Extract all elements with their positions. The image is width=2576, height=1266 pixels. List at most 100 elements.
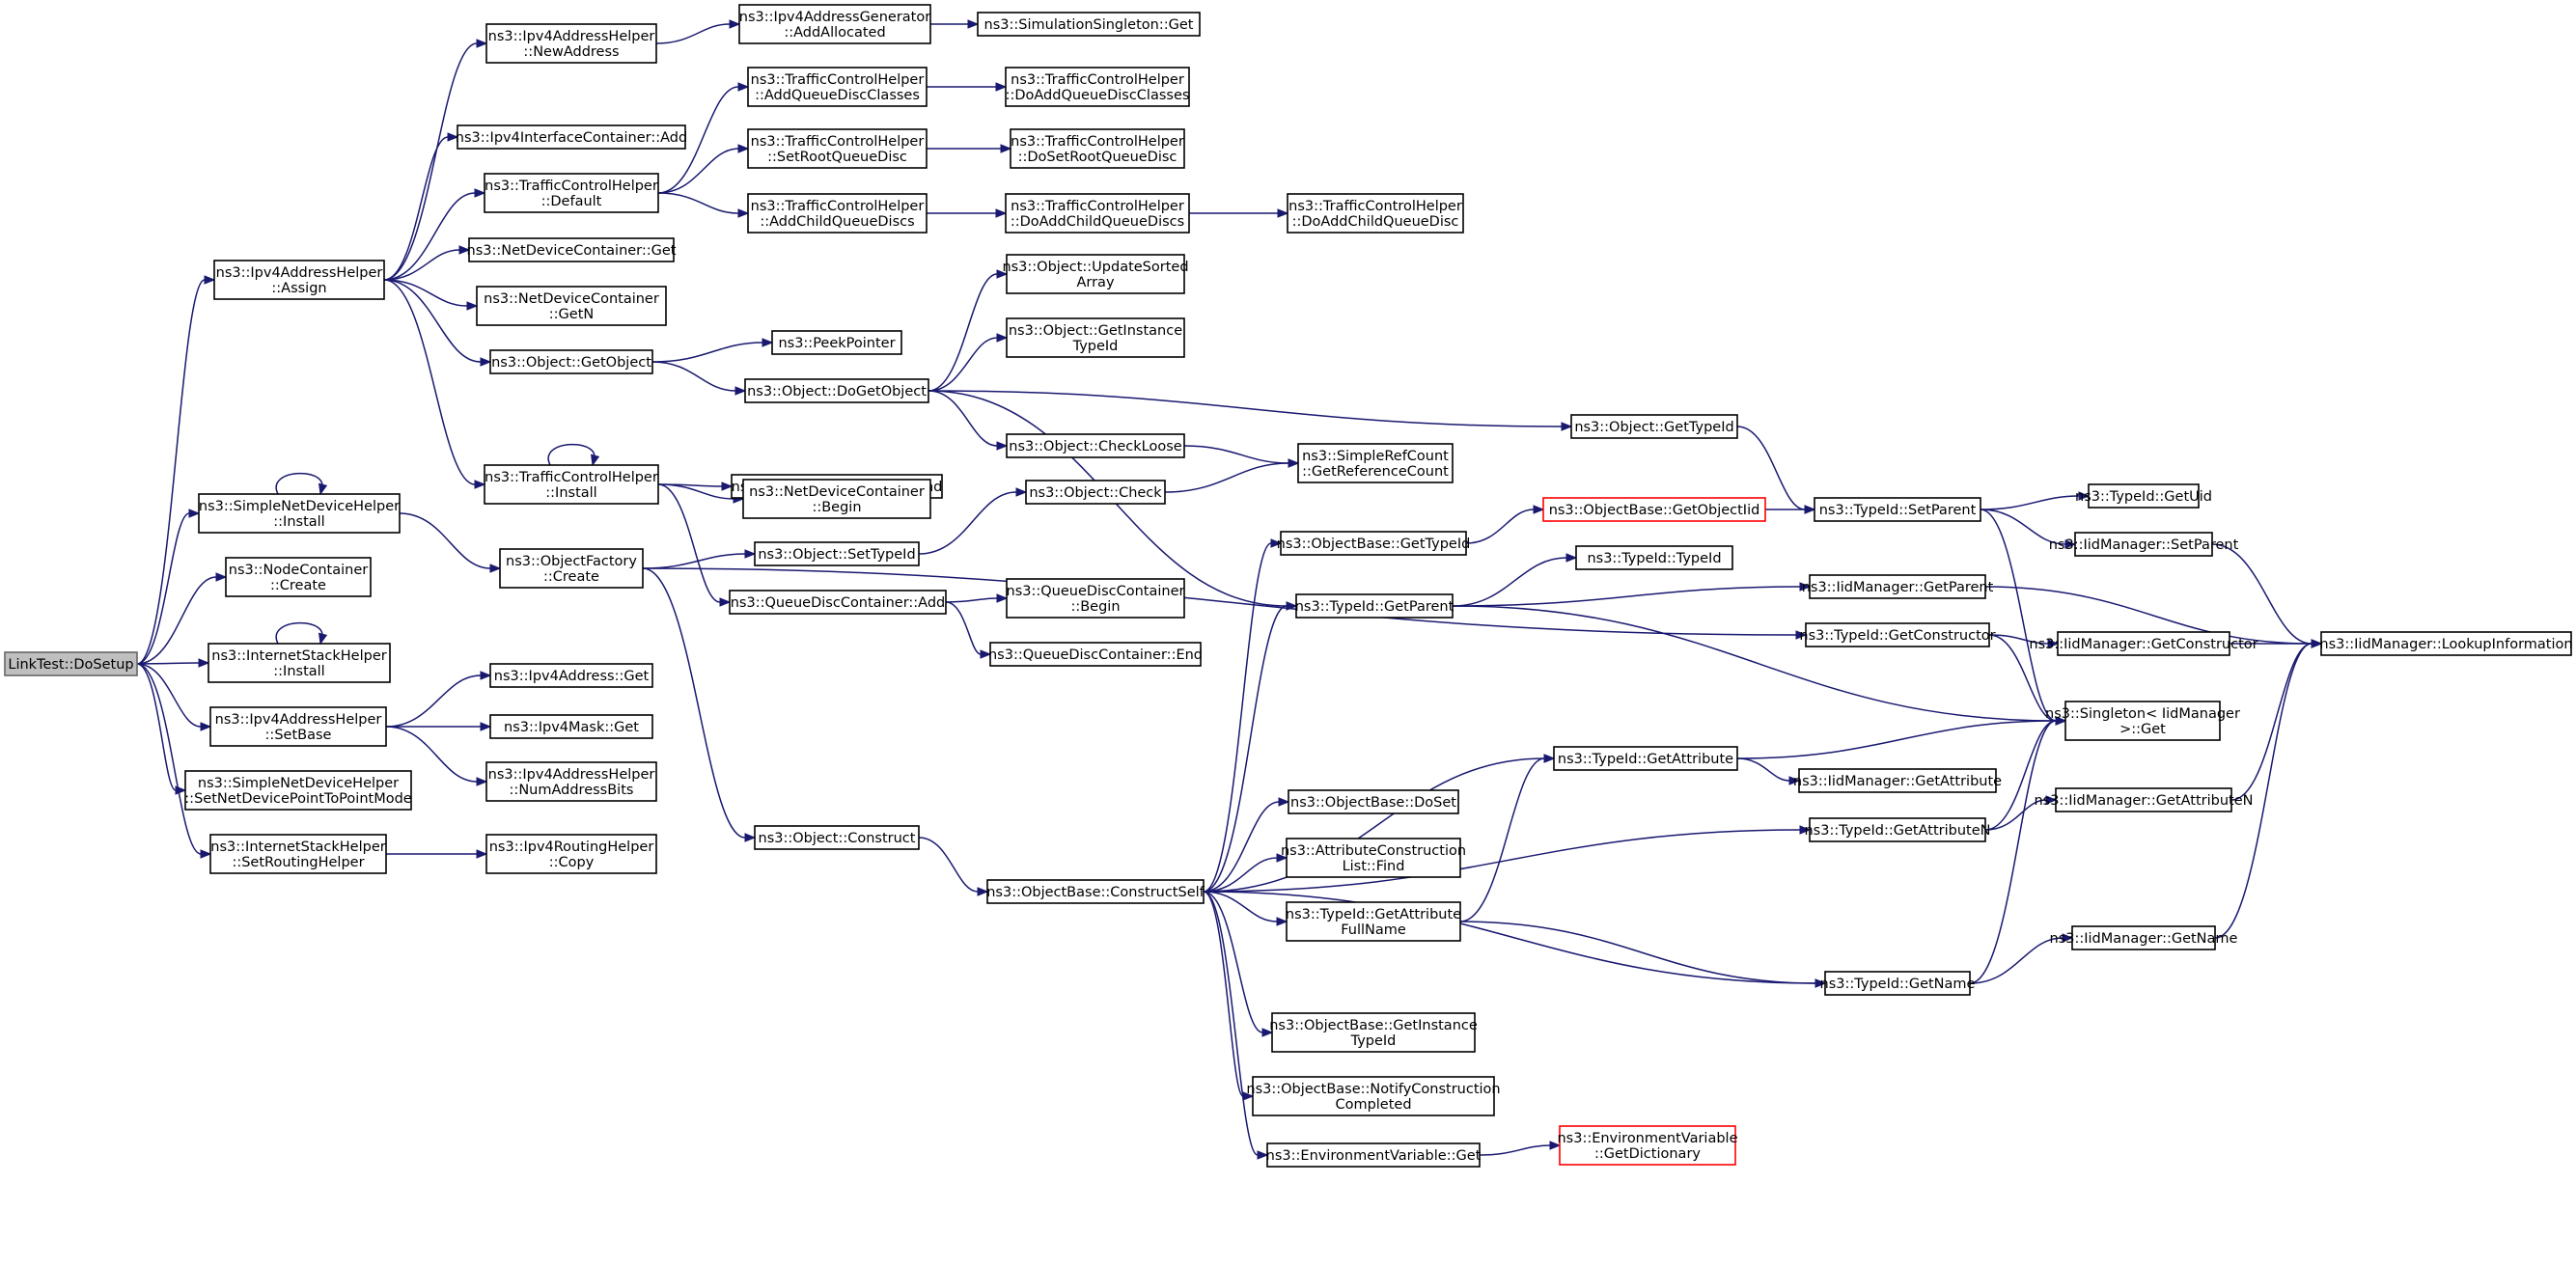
node-singleton-get[interactable]: ns3::Singleton< IidManager>::Get	[2045, 701, 2240, 741]
node-box	[1570, 414, 1738, 439]
node-label: ns3::TypeId::GetParent	[1295, 599, 1454, 615]
node-tid-getattrn[interactable]: ns3::TypeId::GetAttributeN	[1804, 817, 1991, 842]
call-edge	[1988, 634, 2060, 648]
node-obj-check[interactable]: ns3::Object::Check	[1025, 480, 1166, 505]
node-tch-install[interactable]: ns3::TrafficControlHelper::Install	[484, 464, 659, 505]
node-box	[2057, 631, 2230, 656]
node-ob-getobjectiid[interactable]: ns3::ObjectBase::GetObjectIid	[1542, 497, 1766, 522]
node-env-getdict[interactable]: ns3::EnvironmentVariable::GetDictionary	[1557, 1125, 1738, 1166]
node-label: ns3::Ipv4AddressHelper	[488, 767, 655, 783]
node-obj-checkloose[interactable]: ns3::Object::CheckLoose	[1006, 433, 1185, 458]
node-box	[1297, 443, 1454, 483]
node-iid-getattrn[interactable]: ns3::IidManager::GetAttributeN	[2034, 787, 2254, 812]
node-box	[489, 349, 653, 374]
node-ipv4mask-get[interactable]: ns3::Ipv4Mask::Get	[489, 714, 653, 739]
call-edge	[1479, 1141, 1562, 1156]
call-edge	[1736, 757, 1801, 785]
node-iid-getattribute[interactable]: ns3::IidManager::GetAttribute	[1793, 768, 2002, 793]
node-iid-setparent[interactable]: ns3::IidManager::SetParent	[2049, 532, 2239, 557]
node-snd-install[interactable]: ns3::SimpleNetDeviceHelper::Install	[198, 493, 401, 534]
call-edge	[1203, 891, 1288, 926]
node-obj-settypeid[interactable]: ns3::Object::SetTypeId	[754, 541, 920, 566]
node-tch-setroot[interactable]: ns3::TrafficControlHelper::SetRootQueueD…	[747, 128, 928, 169]
node-of-create[interactable]: ns3::ObjectFactory::Create	[499, 548, 644, 589]
node-tch-doaddchilds[interactable]: ns3::TrafficControlHelper::DoAddChildQue…	[1005, 193, 1190, 234]
node-box	[1252, 1076, 1495, 1116]
call-edge	[2214, 639, 2323, 939]
node-qdc-end[interactable]: ns3::QueueDiscContainer::End	[988, 642, 1203, 667]
node-qdc-add[interactable]: ns3::QueueDiscContainer::Add	[729, 590, 947, 615]
node-label: ns3::TrafficControlHelper	[485, 470, 658, 485]
call-edge	[1203, 538, 1283, 893]
call-edge	[386, 722, 492, 731]
node-box	[1010, 128, 1185, 169]
node-label: ns3::TrafficControlHelper	[751, 134, 925, 150]
node-tch-dosetroot[interactable]: ns3::TrafficControlHelper::DoSetRootQueu…	[1010, 128, 1185, 169]
node-env-get[interactable]: ns3::EnvironmentVariable::Get	[1266, 1142, 1482, 1168]
node-iah-numbits[interactable]: ns3::Ipv4AddressHelper::NumAddressBits	[485, 761, 657, 802]
node-root[interactable]: LinkTest::DoSetup	[4, 651, 138, 676]
node-ndc-begin[interactable]: ns3::NetDeviceContainer::Begin	[742, 479, 931, 519]
node-box	[747, 193, 928, 234]
node-qdc-begin[interactable]: ns3::QueueDiscContainer::Begin	[1006, 578, 1185, 619]
node-ndc-getn[interactable]: ns3::NetDeviceContainer::GetN	[476, 286, 667, 326]
node-ish-install[interactable]: ns3::InternetStackHelper::Install	[208, 643, 391, 683]
node-iic-add[interactable]: ns3::Ipv4InterfaceContainer::Add	[456, 124, 687, 150]
node-label: ns3::Ipv4AddressHelper	[216, 265, 383, 281]
node-ndc-get[interactable]: ns3::NetDeviceContainer::Get	[467, 237, 677, 262]
node-tch-addqdc[interactable]: ns3::TrafficControlHelper::AddQueueDiscC…	[747, 67, 928, 107]
node-ob-notify[interactable]: ns3::ObjectBase::NotifyConstructionCompl…	[1246, 1076, 1501, 1116]
node-obj-gettypeid[interactable]: ns3::Object::GetTypeId	[1570, 414, 1738, 439]
node-peekpointer[interactable]: ns3::PeekPointer	[771, 330, 902, 355]
node-sing-get[interactable]: ns3::SimulationSingleton::Get	[977, 12, 1201, 37]
call-edge	[1969, 716, 2067, 984]
node-ob-gettypeid[interactable]: ns3::ObjectBase::GetTypeId	[1277, 531, 1471, 556]
node-label: ns3::ObjectBase::GetInstance	[1269, 1018, 1478, 1033]
node-snd-p2p[interactable]: ns3::SimpleNetDeviceHelper::SetNetDevice…	[184, 770, 412, 811]
node-iid-getparent[interactable]: ns3::IidManager::GetParent	[1802, 574, 1994, 599]
node-obj-construct[interactable]: ns3::Object::Construct	[754, 825, 920, 850]
node-tch-default[interactable]: ns3::TrafficControlHelper::Default	[484, 173, 659, 213]
node-iid-getname[interactable]: ns3::IidManager::GetName	[2050, 925, 2238, 950]
node-iid-lookup[interactable]: ns3::IidManager::LookupInformation	[2319, 631, 2573, 656]
node-ish-routing[interactable]: ns3::InternetStackHelper::SetRoutingHelp…	[209, 834, 387, 874]
node-tid-getuid[interactable]: ns3::TypeId::GetUid	[2075, 483, 2212, 509]
node-ipv4addr-get[interactable]: ns3::Ipv4Address::Get	[489, 663, 653, 688]
node-src-getref[interactable]: ns3::SimpleRefCount::GetReferenceCount	[1297, 443, 1454, 483]
node-tid-getname[interactable]: ns3::TypeId::GetName	[1820, 971, 1976, 996]
node-tid-getconstructor[interactable]: ns3::TypeId::GetConstructor	[1799, 622, 1996, 647]
node-label: ::Begin	[1070, 599, 1120, 615]
node-tch-doaddchild[interactable]: ns3::TrafficControlHelper::DoAddChildQue…	[1287, 193, 1464, 234]
node-tid-setparent[interactable]: ns3::TypeId::SetParent	[1814, 497, 1981, 522]
node-iah-assign[interactable]: ns3::Ipv4AddressHelper::Assign	[213, 260, 385, 300]
node-box	[225, 557, 372, 597]
node-label: ::SetNetDevicePointToPointMode	[184, 791, 411, 807]
node-ob-doset[interactable]: ns3::ObjectBase::DoSet	[1288, 789, 1459, 814]
node-iid-getconstructor[interactable]: ns3::IidManager::GetConstructor	[2029, 631, 2258, 656]
node-tid-getparent[interactable]: ns3::TypeId::GetParent	[1295, 593, 1454, 619]
call-edges	[136, 19, 2323, 1160]
node-ob-constructself[interactable]: ns3::ObjectBase::ConstructSelf	[986, 879, 1205, 904]
node-iag-alloc[interactable]: ns3::Ipv4AddressGenerator::AddAllocated	[738, 4, 931, 44]
node-irh-copy[interactable]: ns3::Ipv4RoutingHelper::Copy	[485, 834, 657, 874]
call-edge	[136, 572, 228, 665]
node-tch-addchild[interactable]: ns3::TrafficControlHelper::AddChildQueue…	[747, 193, 928, 234]
node-tid-getattribute[interactable]: ns3::TypeId::GetAttribute	[1553, 746, 1738, 771]
node-tid-typeid[interactable]: ns3::TypeId::TypeId	[1575, 545, 1733, 570]
node-box	[1798, 768, 1997, 793]
node-tch-doaddqdc[interactable]: ns3::TrafficControlHelper::DoAddQueueDis…	[1005, 67, 1190, 107]
node-nc-create[interactable]: ns3::NodeContainer::Create	[225, 557, 372, 597]
node-obj-getobject[interactable]: ns3::Object::GetObject	[489, 349, 653, 374]
node-obj-dogetobject[interactable]: ns3::Object::DoGetObject	[744, 378, 929, 403]
node-iah-setbase[interactable]: ns3::Ipv4AddressHelper::SetBase	[209, 706, 387, 747]
node-iah-newaddr[interactable]: ns3::Ipv4AddressHelper::NewAddress	[485, 23, 657, 64]
node-label: ::Begin	[812, 500, 861, 515]
node-label: ::Create	[270, 578, 326, 593]
node-label: >::Get	[2119, 722, 2166, 737]
node-label: ns3::SimpleNetDeviceHelper	[198, 776, 399, 791]
